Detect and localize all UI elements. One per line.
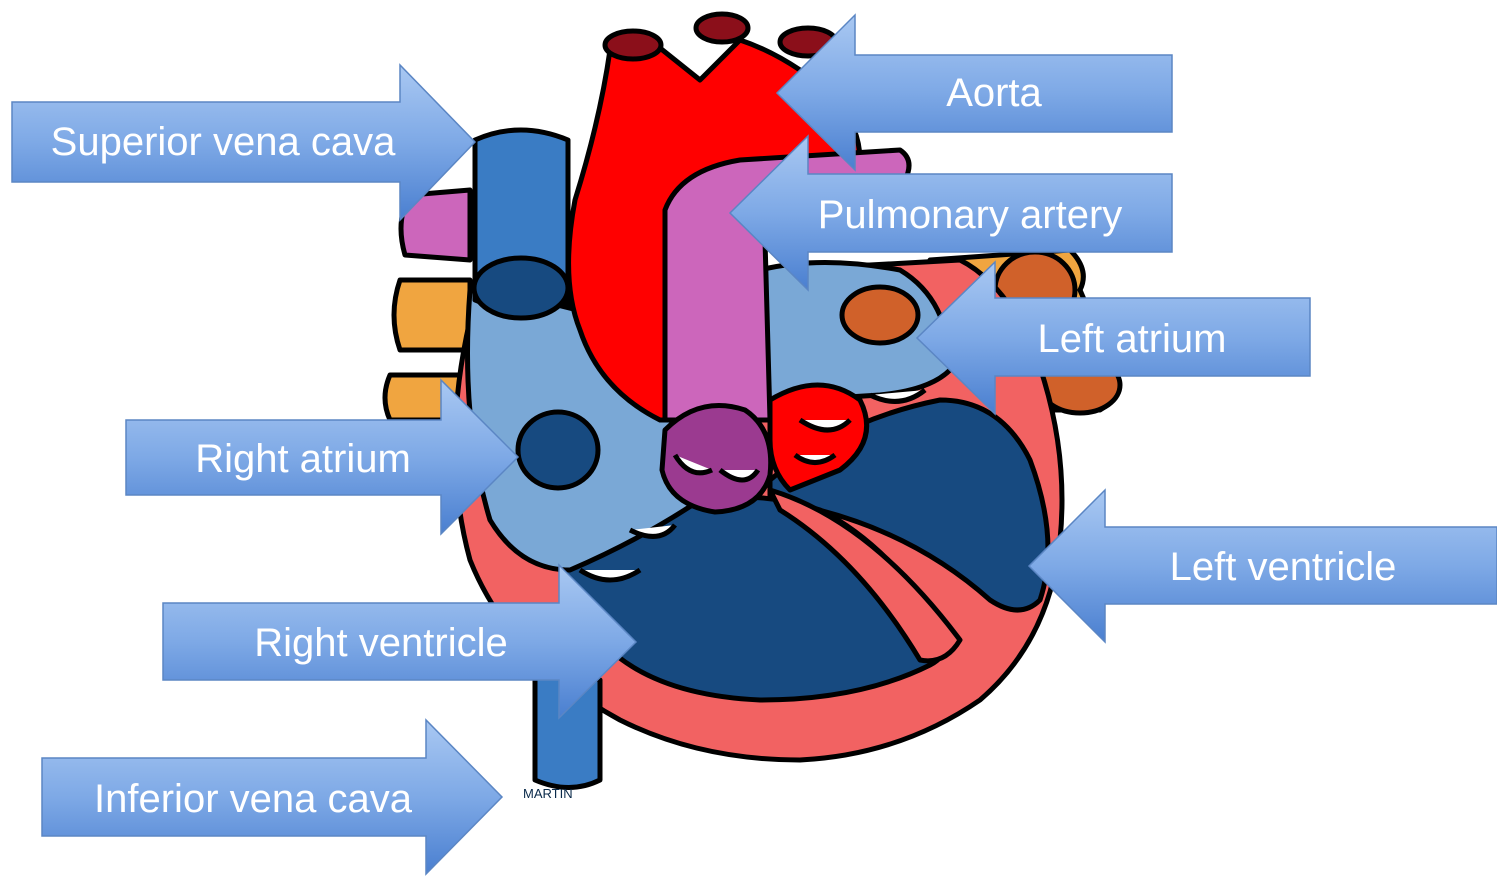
label-arrow-right-ventricle: Right ventricle	[163, 565, 636, 718]
right-atrium-opening	[518, 412, 598, 488]
label-left-atrium: Left atrium	[1038, 317, 1227, 361]
fat-tab-upper	[394, 280, 470, 350]
label-arrow-inferior-vena-cava: Inferior vena cava	[42, 720, 502, 874]
artist-credit: MARTIN	[523, 786, 573, 801]
superior-vena-cava-opening	[474, 258, 568, 318]
label-right-atrium: Right atrium	[195, 437, 411, 481]
aorta-branch-1	[605, 31, 661, 59]
label-arrow-right-atrium: Right atrium	[126, 380, 518, 534]
valve-cusp-4	[795, 455, 835, 463]
label-aorta: Aorta	[946, 71, 1042, 115]
label-superior-vena-cava: Superior vena cava	[51, 120, 396, 164]
label-left-ventricle: Left ventricle	[1170, 545, 1397, 589]
label-pulmonary-artery: Pulmonary artery	[818, 193, 1123, 237]
label-inferior-vena-cava: Inferior vena cava	[94, 777, 413, 821]
left-atrium-vein-opening	[842, 287, 918, 343]
aorta-branch-2	[696, 14, 748, 42]
label-arrow-left-ventricle: Left ventricle	[1029, 490, 1497, 642]
label-arrow-superior-vena-cava: Superior vena cava	[12, 65, 475, 220]
label-arrow-aorta: Aorta	[777, 15, 1172, 170]
label-right-ventricle: Right ventricle	[254, 621, 507, 665]
